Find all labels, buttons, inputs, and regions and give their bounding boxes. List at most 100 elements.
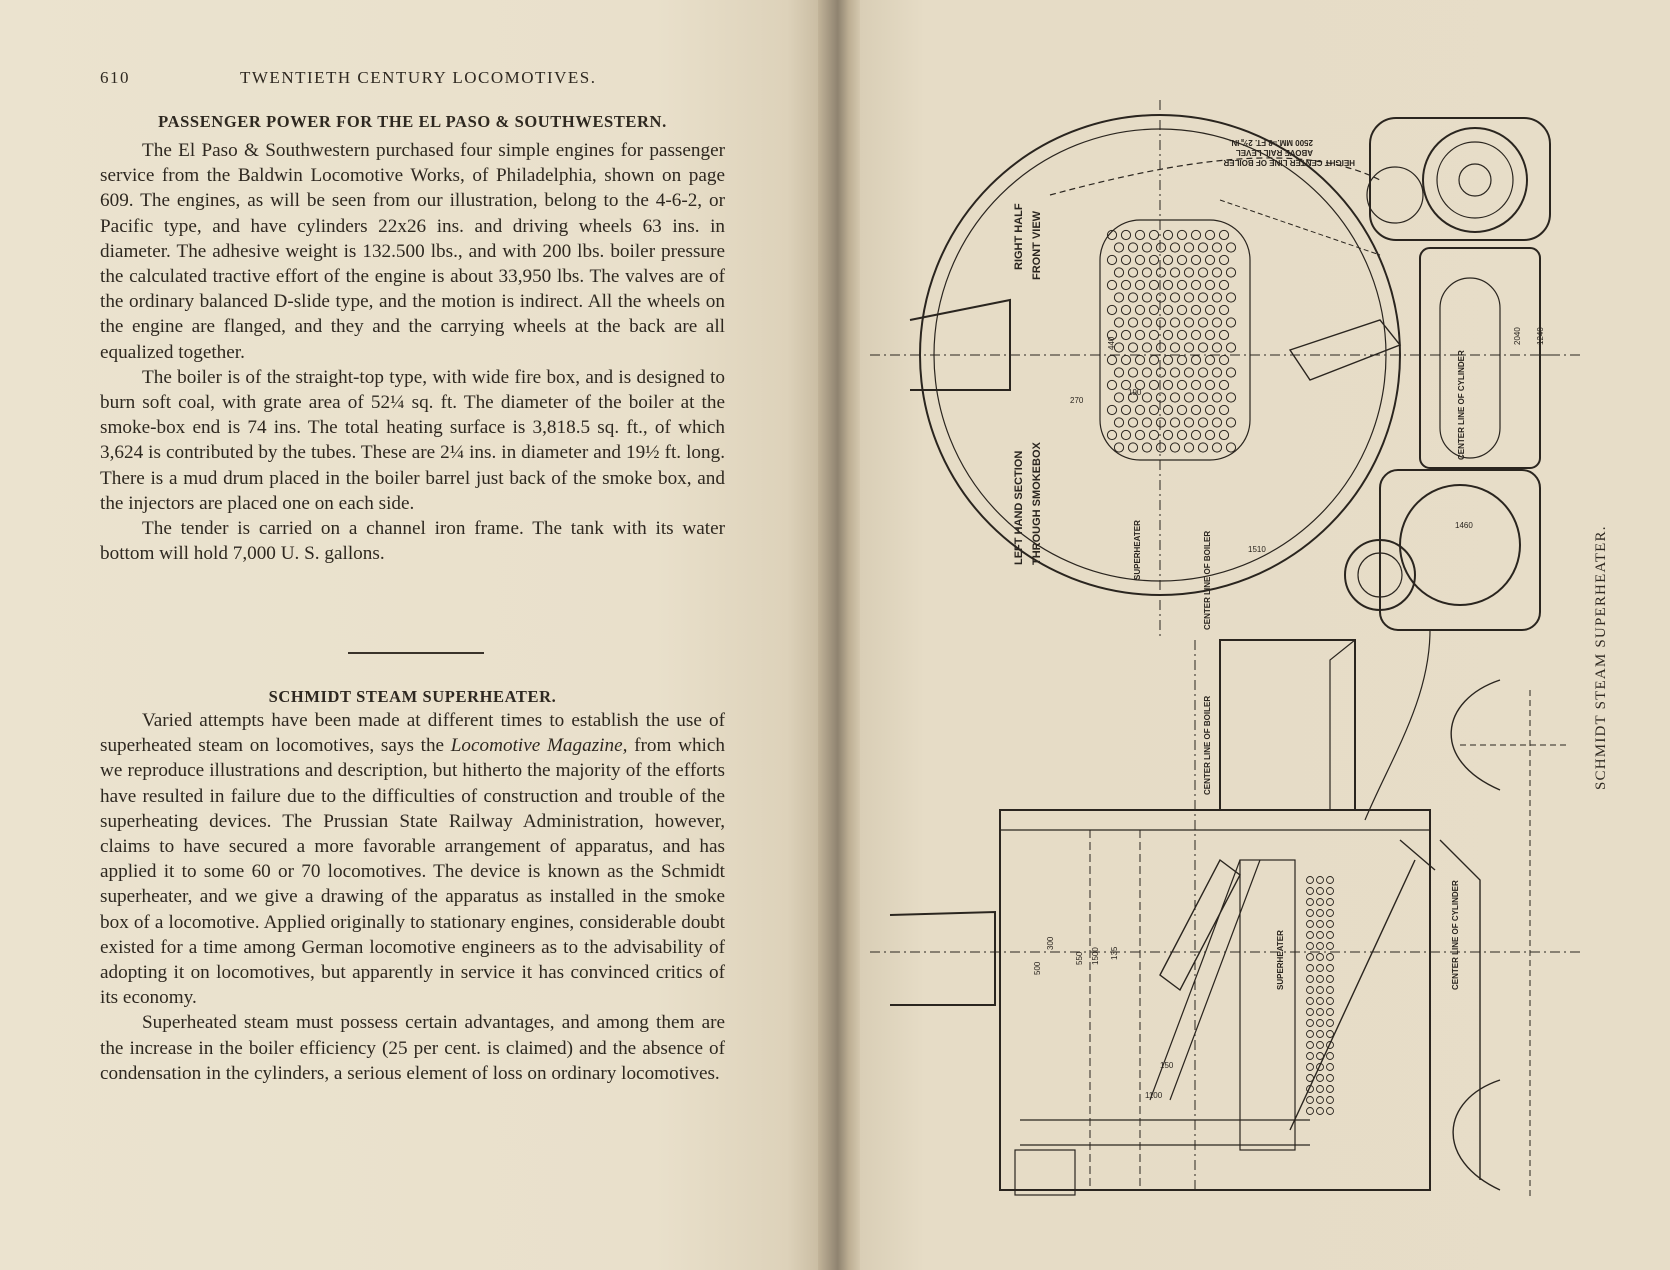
boiler-tube [1218,329,1230,341]
superheater-tube [1306,953,1314,961]
superheater-tube [1316,997,1324,1005]
superheater-tube [1306,1052,1314,1060]
boiler-tube [1141,367,1153,378]
boiler-tube [1218,379,1230,391]
side-section-drawing [870,629,1580,1200]
boiler-tube [1113,392,1125,403]
boiler-tube [1218,254,1230,266]
book-gutter [818,0,862,1270]
boiler-tube [1183,417,1195,428]
boiler-tube [1183,442,1195,453]
article2-paragraph: Varied attempts have been made at differ… [100,710,725,1009]
superheater-tube [1326,942,1334,950]
superheater-tube [1306,942,1314,950]
boiler-tube [1190,404,1202,416]
superheater-tube [1306,909,1314,917]
boiler-tube [1211,392,1223,403]
boiler-tube [1113,242,1125,253]
boiler-tube [1183,342,1195,353]
boiler-tube [1225,367,1237,378]
superheater-tube [1326,909,1334,917]
boiler-tube [1197,317,1209,328]
boiler-tube [1120,329,1132,341]
boiler-tube [1183,242,1195,253]
boiler-tube [1169,367,1181,378]
dim-500: 500 [1033,961,1042,975]
boiler-tube [1155,292,1167,303]
boiler-tube [1162,379,1174,391]
label-left-hand-section: LEFT HAND SECTION [1013,451,1025,565]
boiler-tube [1162,354,1174,366]
superheater-tube [1306,920,1314,928]
boiler-tube [1218,304,1230,316]
boiler-tube [1141,292,1153,303]
superheater-tube [1326,1019,1334,1027]
dim-270: 270 [1070,396,1084,405]
superheater-drawing: RIGHT HALF FRONT VIEW LEFT HAND SECTION … [870,100,1580,1200]
boiler-tube [1127,367,1139,378]
boiler-tube [1155,342,1167,353]
boiler-tube [1190,229,1202,241]
boiler-tube [1204,379,1216,391]
boiler-tube [1218,404,1230,416]
boiler-tube [1218,429,1230,441]
boiler-tube [1204,229,1216,241]
superheater-tube [1316,1030,1324,1038]
boiler-tube [1113,267,1125,278]
boiler-tube [1106,354,1118,366]
boiler-tube [1113,442,1125,453]
boiler-tube [1190,254,1202,266]
caption-text: SCHMIDT STEAM SUPERHEATER. [1593,525,1609,790]
page-number: 610 [100,68,130,87]
boiler-tube [1113,417,1125,428]
boiler-tube [1183,317,1195,328]
superheater-tube [1306,1041,1314,1049]
dim-135: 135 [1110,946,1119,960]
article1-paragraph: The El Paso & Southwestern purchased fou… [100,140,725,363]
boiler-tube [1211,317,1223,328]
boiler-tube [1169,317,1181,328]
boiler-tube [1225,267,1237,278]
superheater-tube [1326,1041,1334,1049]
article1-paragraph: The tender is carried on a channel iron … [100,518,725,565]
boiler-tube [1155,267,1167,278]
label-center-line-boiler-bottom: CENTER LINE OF BOILER [1203,696,1212,795]
boiler-tube [1176,329,1188,341]
dim-2040: 2040 [1513,327,1522,345]
dim-1100: 1100 [1145,1091,1163,1100]
front-view-drawing [870,100,1580,640]
label-center-line-cylinder-top: CENTER LINE OF CYLINDER [1457,350,1466,460]
article1-body: The El Paso & Southwestern purchased fou… [100,138,725,566]
dim-1240: 1240 [1536,327,1545,345]
boiler-tube [1176,229,1188,241]
superheater-tube [1316,931,1324,939]
boiler-tube [1134,429,1146,441]
article1-heading: PASSENGER POWER FOR THE EL PASO & SOUTHW… [158,112,667,131]
boiler-tube [1106,304,1118,316]
boiler-tube [1211,442,1223,453]
italic-publication-name: Locomotive Magazine, [450,735,628,757]
boiler-tube [1162,229,1174,241]
boiler-tube [1148,254,1160,266]
superheater-tube [1306,876,1314,884]
superheater-tube [1306,1008,1314,1016]
superheater-tube [1316,887,1324,895]
boiler-tube [1169,267,1181,278]
boiler-tube [1155,317,1167,328]
boiler-tube [1141,267,1153,278]
boiler-tube [1225,417,1237,428]
boiler-tube [1225,292,1237,303]
boiler-tube [1162,304,1174,316]
superheater-tube [1306,1107,1314,1115]
boiler-tube [1120,354,1132,366]
boiler-tube [1120,404,1132,416]
boiler-tube [1155,242,1167,253]
superheater-tube [1306,1019,1314,1027]
boiler-tube [1113,342,1125,353]
article1-paragraph: The boiler is of the straight-top type, … [100,366,725,514]
superheater-tube [1306,964,1314,972]
boiler-tube [1141,342,1153,353]
label-center-line-cylinder-bottom: CENTER LINE OF CYLINDER [1451,880,1460,990]
superheater-tube [1326,975,1334,983]
superheater-tube [1316,876,1324,884]
